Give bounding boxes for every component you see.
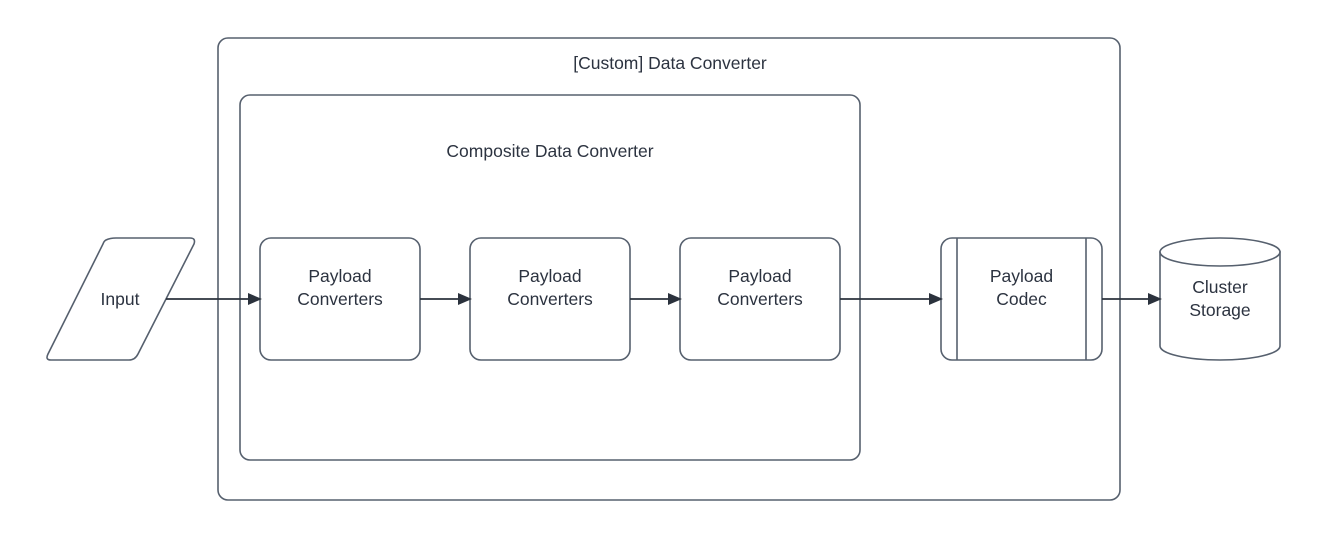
payload-converters-2-label: Payload Converters xyxy=(507,266,593,309)
payload-converters-1-label: Payload Converters xyxy=(297,266,383,309)
input-node-shape xyxy=(46,237,196,361)
custom-data-converter-title: [Custom] Data Converter xyxy=(573,53,767,73)
payload-codec-label: Payload Codec xyxy=(989,266,1054,309)
cluster-storage-label: Cluster Storage xyxy=(1189,277,1251,320)
custom-data-converter-container xyxy=(217,37,1121,501)
edge-converter-2-to-converter-3 xyxy=(630,293,682,305)
edge-input-to-converter-1 xyxy=(166,293,262,305)
cluster-storage-top-cap xyxy=(1159,237,1281,267)
edge-converter-1-to-converter-2 xyxy=(420,293,472,305)
cluster-storage-body xyxy=(1159,251,1281,361)
composite-data-converter-title: Composite Data Converter xyxy=(446,141,654,161)
payload-converters-3-label: Payload Converters xyxy=(717,266,803,309)
edge-converter-3-to-codec xyxy=(840,293,943,305)
composite-data-converter-container xyxy=(239,94,861,461)
edge-codec-to-storage xyxy=(1102,293,1162,305)
input-node-label: Input xyxy=(100,289,140,309)
